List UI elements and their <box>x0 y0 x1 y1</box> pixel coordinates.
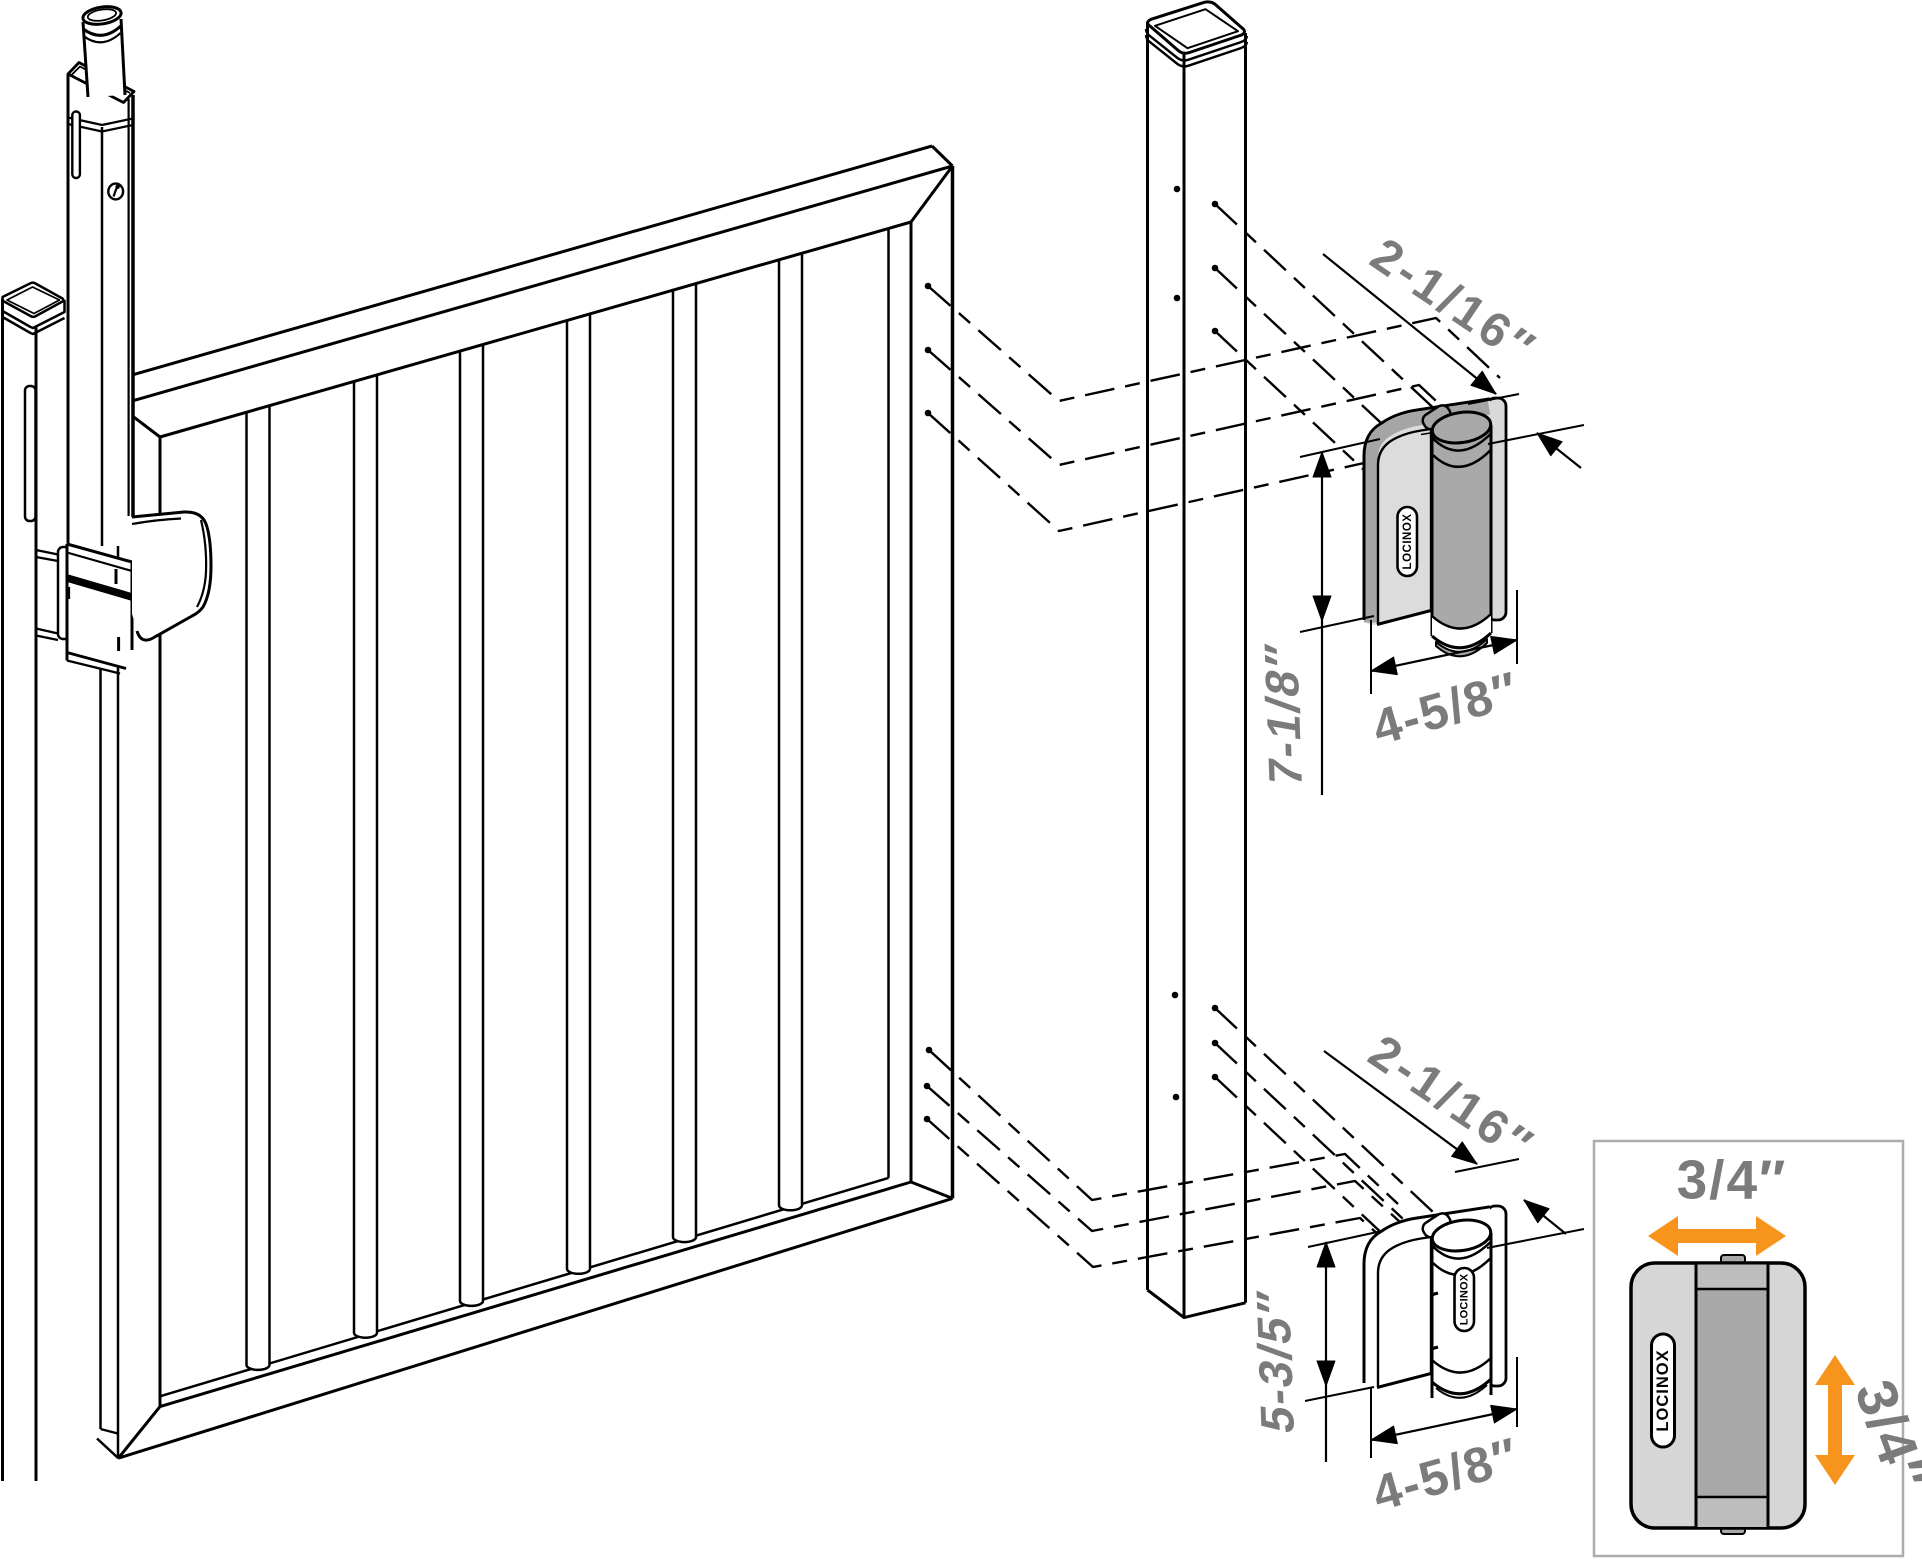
svg-text:LOCINOX: LOCINOX <box>1459 1273 1471 1325</box>
svg-text:LOCINOX: LOCINOX <box>1654 1349 1672 1431</box>
svg-text:LOCINOX: LOCINOX <box>1402 514 1414 570</box>
svg-text:5-3/5″: 5-3/5″ <box>1247 1286 1305 1437</box>
svg-text:7-1/8″: 7-1/8″ <box>1255 639 1313 790</box>
svg-text:3/4″: 3/4″ <box>1677 1149 1788 1211</box>
